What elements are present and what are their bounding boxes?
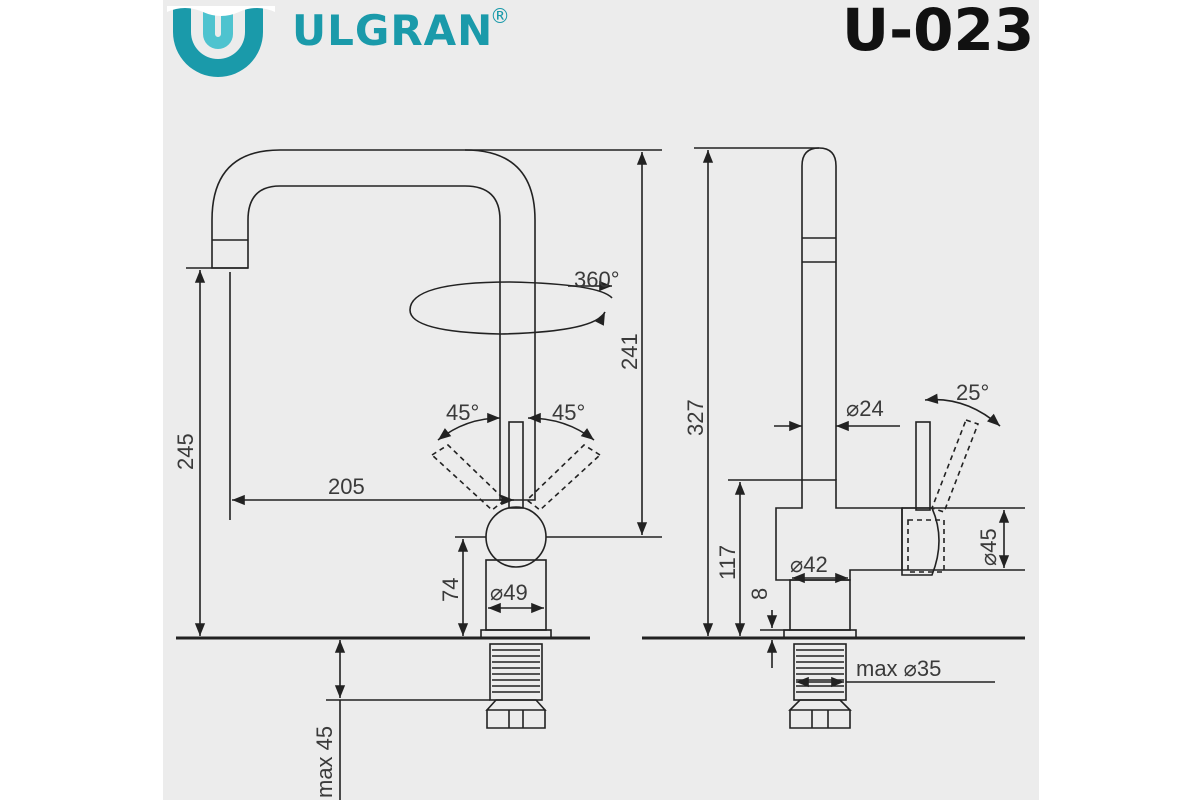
label-base-diameter: ⌀49 (490, 580, 528, 605)
label-base-height: 8 (747, 588, 772, 600)
side-cartridge (901, 507, 940, 576)
label-height-body: 241 (617, 333, 642, 370)
rotation-arrow (409, 281, 613, 335)
label-height-outlet: 245 (173, 433, 198, 470)
side-view-labels: 327 ⌀24 25° 117 8 ⌀42 ⌀45 max ⌀35 (683, 380, 1001, 681)
front-view (176, 149, 662, 800)
label-lever-tilt: 25° (956, 380, 989, 405)
side-body-column (789, 579, 851, 631)
side-lever (915, 421, 931, 511)
front-nut (485, 699, 547, 729)
registered-mark: ® (490, 4, 510, 28)
drawing-area (163, 0, 1039, 800)
label-rotation: 360° (574, 267, 620, 292)
label-spout-reach: 205 (328, 474, 365, 499)
label-body-height: 74 (438, 578, 463, 602)
front-view-labels: 360° 45° 45° 205 245 241 74 ⌀49 max 45 (173, 267, 642, 798)
label-max-hole-diameter: max ⌀35 (856, 656, 941, 681)
side-lever-dashed (930, 418, 980, 514)
angle-arc-side (924, 393, 1001, 427)
side-nut (788, 699, 852, 729)
side-view (642, 147, 1025, 729)
label-body-diameter: ⌀42 (790, 552, 828, 577)
label-spout-diameter: ⌀24 (846, 396, 884, 421)
label-lever-angle-right: 45° (552, 400, 585, 425)
ulgran-logo-icon (167, 6, 275, 77)
angle-arc-right (527, 412, 595, 441)
side-spout (801, 147, 837, 480)
front-body-ball (485, 506, 547, 568)
lever-left-dashed (430, 443, 507, 512)
label-lever-angle-left: 45° (446, 400, 479, 425)
model-code: U-023 (842, 0, 1035, 64)
brand-name: ULGRAN (292, 6, 494, 55)
front-lever (508, 421, 524, 509)
label-cartridge-diameter: ⌀45 (976, 528, 1001, 566)
lever-right-dashed (525, 443, 602, 512)
front-spout (211, 149, 536, 501)
side-base-flange (783, 629, 857, 639)
angle-arc-left (437, 412, 501, 441)
label-body-top-height: 117 (715, 545, 740, 580)
label-total-height: 327 (683, 399, 708, 436)
front-base-flange (480, 629, 552, 639)
label-max-mount-thickness: max 45 (312, 726, 337, 798)
